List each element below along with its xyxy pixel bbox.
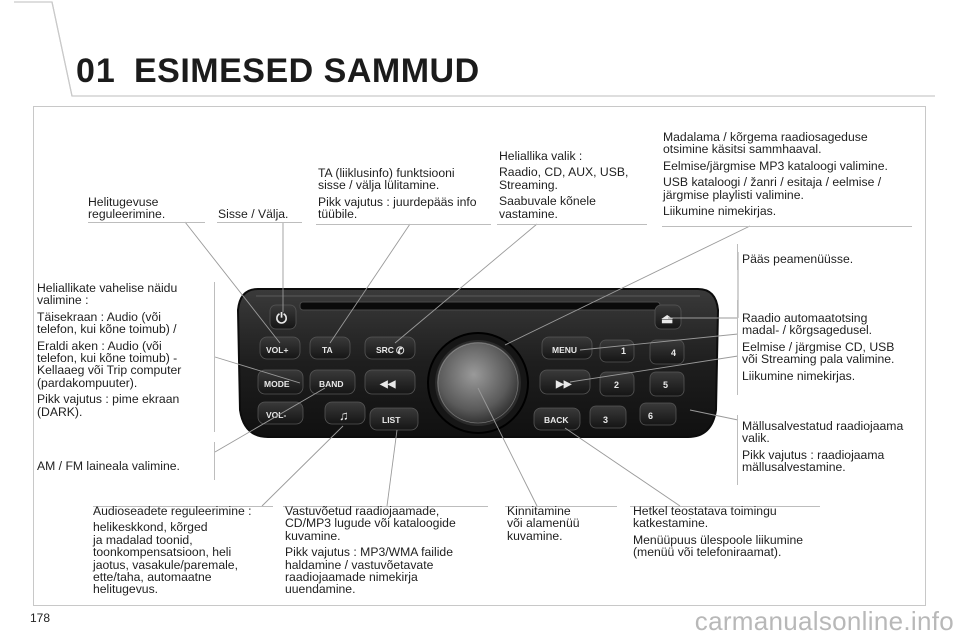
text-line: TA (liiklusinfo) funktsiooni: [318, 166, 455, 180]
label-source: Heliallika valik : Raadio, CD, AUX, USB,…: [499, 150, 628, 224]
separator: [217, 222, 302, 223]
text-line: või Streaming pala valimine.: [742, 352, 895, 367]
text-line: otsimine käsitsi sammhaaval.: [663, 142, 822, 157]
separator: [88, 222, 205, 223]
text-line: Pikk vajutus : raadiojaama: [742, 447, 885, 462]
chapter-title: ESIMESED SAMMUD: [134, 52, 480, 90]
text-line: Vastuvõetud raadiojaamade,: [285, 504, 440, 518]
text-line: Liikumine nimekirjas.: [663, 204, 777, 219]
label-volume: Helitugevuse reguleerimine.: [88, 196, 165, 221]
text-line: Streaming.: [499, 177, 558, 192]
text-line: Kinnitamine: [507, 504, 571, 518]
text-line: telefon, kui kõne toimub) -: [37, 351, 178, 366]
text-line: toonkompensatsioon, heli: [93, 545, 232, 560]
separator: [662, 226, 912, 227]
content-frame: [33, 106, 926, 606]
text-line: kuvamine.: [285, 528, 341, 543]
text-line: (pardakompuuter).: [37, 375, 138, 390]
separator: [214, 282, 215, 432]
text-line: tüübile.: [318, 207, 358, 222]
text-line: Raadio, CD, AUX, USB,: [499, 165, 629, 180]
text-line: mällusalvestamine.: [742, 460, 846, 475]
text-line: (DARK).: [37, 404, 83, 419]
text-line: uuendamine.: [285, 582, 356, 597]
text-line: Helitugevuse: [88, 195, 159, 209]
text-line: jaotus, vasakule/paremale,: [93, 557, 238, 572]
text-line: Pääs peamenüüsse.: [742, 252, 854, 266]
text-line: USB kataloogi / žanri / esitaja / eelmis…: [663, 175, 882, 190]
separator: [497, 224, 647, 225]
page-header: 01 ESIMESED SAMMUD: [0, 0, 960, 100]
chapter-number: 01: [76, 52, 116, 90]
text-line: Liikumine nimekirjas.: [742, 368, 856, 383]
text-line: Sisse / Välja.: [218, 207, 289, 221]
separator: [283, 506, 488, 507]
text-line: Kellaaeg või Trip computer: [37, 363, 182, 378]
separator: [316, 224, 491, 225]
text-line: Raadio automaatotsing: [742, 311, 868, 325]
text-line: Pikk vajutus : MP3/WMA failide: [285, 545, 453, 560]
text-line: Eelmise/järgmise MP3 kataloogi valimine.: [663, 158, 888, 173]
text-line: telefon, kui kõne toimub) /: [37, 322, 177, 337]
separator: [737, 415, 738, 485]
text-line: reguleerimine.: [88, 207, 166, 222]
label-on-off: Sisse / Välja.: [218, 207, 289, 221]
text-line: järgmise playlisti valimine.: [663, 187, 804, 202]
text-line: (menüü või telefoniraamat).: [633, 545, 782, 560]
text-line: katkestamine.: [633, 516, 709, 531]
text-line: Hetkel teostatava toimingu: [633, 504, 777, 518]
text-line: vastamine.: [499, 206, 558, 221]
separator: [737, 244, 738, 270]
text-line: Menüüpuus ülespoole liikumine: [633, 532, 804, 547]
text-line: helikeskkond, kõrged: [93, 520, 208, 535]
separator: [630, 506, 820, 507]
text-line: ja madalad toonid,: [93, 532, 193, 547]
label-audio-settings: Audioseadete reguleerimine : helikeskkon…: [93, 505, 252, 600]
label-confirm: Kinnitamine või alamenüü kuvamine.: [507, 504, 580, 543]
text-line: Saabuvale kõnele: [499, 194, 596, 209]
label-band: AM / FM laineala valimine.: [37, 459, 180, 473]
text-line: Eelmise / järgmise CD, USB: [742, 339, 895, 354]
text-line: Pikk vajutus : juurdepääs info: [318, 194, 477, 209]
text-line: Mällusalvestatud raadiojaama: [742, 419, 904, 433]
text-line: Audioseadete reguleerimine :: [93, 504, 252, 518]
text-line: valimine :: [37, 293, 89, 308]
page-number: 178: [30, 611, 51, 625]
text-line: valik.: [742, 431, 770, 446]
text-line: Heliallika valik :: [499, 149, 583, 163]
separator: [737, 300, 738, 395]
header-tab-shape: [14, 1, 935, 97]
text-line: sisse / välja lülitamine.: [318, 178, 440, 193]
label-main-menu: Pääs peamenüüsse.: [742, 252, 854, 266]
text-line: AM / FM laineala valimine.: [37, 459, 180, 473]
separator: [93, 506, 273, 507]
watermark: carmanualsonline.info: [694, 606, 954, 636]
text-line: madal- / kõrgsagedusel.: [742, 323, 873, 338]
text-line: helitugevus.: [93, 582, 159, 597]
text-line: Pikk vajutus : pime ekraan: [37, 392, 180, 407]
text-line: haldamine / vastuvõetavate: [285, 557, 434, 572]
text-line: Eraldi aken : Audio (või: [37, 338, 162, 353]
text-line: Heliallikate vahelise näidu: [37, 281, 178, 295]
separator: [214, 442, 215, 480]
text-line: Täisekraan : Audio (või: [37, 309, 161, 324]
text-line: Madalama / kõrgema raadiosageduse: [663, 130, 868, 144]
text-line: ette/taha, automaatne: [93, 570, 212, 585]
text-line: kuvamine.: [507, 528, 563, 543]
text-line: või alamenüü: [507, 516, 580, 531]
text-line: CD/MP3 lugude või kataloogide: [285, 516, 456, 531]
label-list: Vastuvõetud raadiojaamade,CD/MP3 lugude …: [285, 505, 456, 600]
separator: [505, 506, 617, 507]
text-line: raadiojaamade nimekirja: [285, 570, 418, 585]
